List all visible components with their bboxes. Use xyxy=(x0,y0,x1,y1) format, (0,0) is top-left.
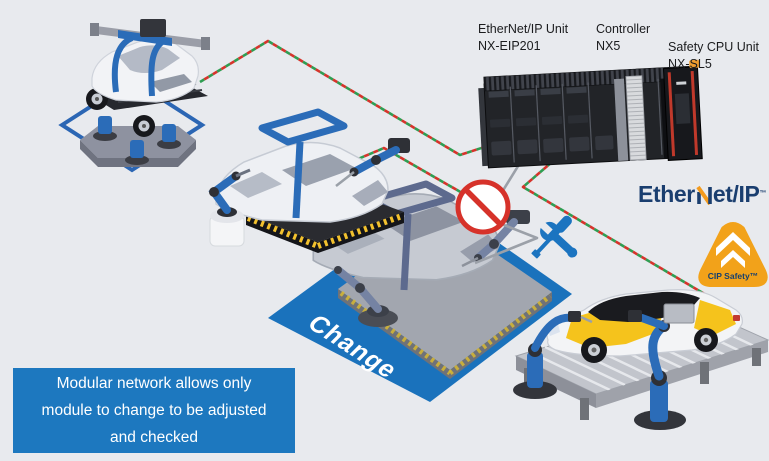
welding-robot-right xyxy=(335,138,410,187)
callout-line: Modular network allows only xyxy=(56,375,252,392)
safety-cpu-module xyxy=(662,59,703,161)
controller-label-strip xyxy=(625,75,647,161)
label-line: NX-SL5 xyxy=(668,57,712,71)
hazard-stripe xyxy=(316,213,404,249)
hazard-stripe xyxy=(448,294,552,375)
callout-line: module to change to be adjusted xyxy=(41,402,267,419)
cip-safety-logo: CIP Safety™ xyxy=(698,222,768,287)
welding-robot-left xyxy=(208,168,251,247)
ethernet-ip-trademark: ™ xyxy=(759,190,766,197)
label-line: NX5 xyxy=(596,39,621,53)
io-modules xyxy=(488,82,614,163)
label-line: Controller xyxy=(596,22,651,36)
label-line: NX-EIP201 xyxy=(478,39,541,53)
ethernet-ip-n-glyph xyxy=(696,185,712,205)
robot-head-unit xyxy=(663,303,695,324)
hazard-stripe xyxy=(339,290,452,376)
nx-controller-rack-illustration xyxy=(478,59,703,169)
paint-robot-left xyxy=(513,311,593,399)
welding-station-illustration xyxy=(208,108,410,253)
callout-line: and checked xyxy=(110,429,198,446)
cip-safety-chevrons xyxy=(716,232,750,268)
paint-station-illustration xyxy=(513,289,769,430)
maintenance-tools-icon xyxy=(531,215,578,259)
gantry-station-illustration xyxy=(58,19,210,173)
label-ethernet-ip-unit: EtherNet/IP Unit NX-EIP201 xyxy=(478,21,568,55)
rack-coupler xyxy=(613,78,629,162)
label-line: EtherNet/IP Unit xyxy=(478,22,569,36)
hazard-stripe xyxy=(246,215,320,249)
label-line: Safety CPU Unit xyxy=(668,40,760,54)
paint-robot-right xyxy=(628,303,695,430)
ethernet-ip-logo-part2: et/IP xyxy=(712,181,760,207)
callout-box: Modular network allows only module to ch… xyxy=(13,368,295,453)
network-line-inactive-gray xyxy=(474,149,539,265)
wrench-icon xyxy=(536,219,578,258)
welding-overhead-frame xyxy=(258,108,348,219)
change-robot-left xyxy=(334,266,398,327)
gantry-crane xyxy=(90,19,210,97)
safety-module-tab xyxy=(689,59,700,69)
label-controller: Controller NX5 xyxy=(596,21,650,55)
change-robot-right xyxy=(461,210,530,268)
label-safety-cpu-unit: Safety CPU Unit NX-SL5 xyxy=(668,39,759,73)
ethernet-ip-logo-part1: Ether xyxy=(638,181,695,207)
cip-safety-label: CIP Safety™ xyxy=(708,271,758,281)
network-line-gantry-to-controller xyxy=(199,39,513,157)
lift-pedestals xyxy=(93,116,181,165)
car-body-shell xyxy=(91,38,199,103)
prohibition-icon xyxy=(455,179,511,235)
